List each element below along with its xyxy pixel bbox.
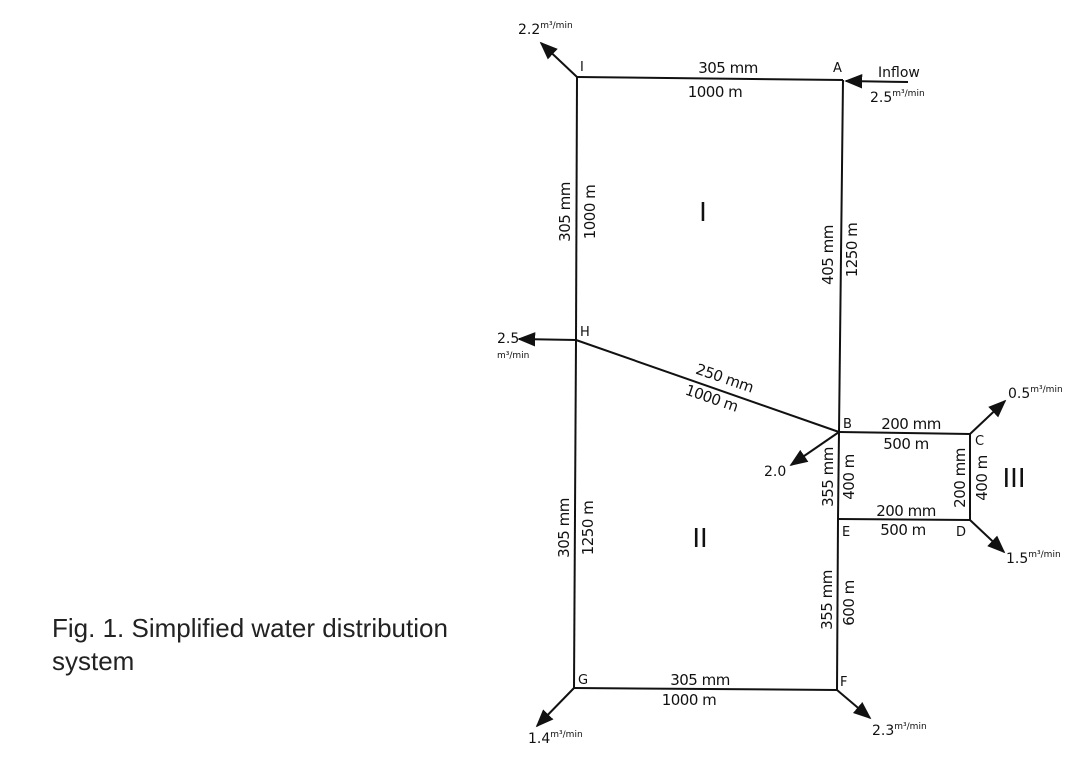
inflow-arrow (844, 74, 909, 89)
pipe-label-ED-diameter: 200 mm (876, 502, 936, 520)
pipe-E-D (837, 518, 971, 521)
pipe-label-CD-diameter: 200 mm (951, 448, 969, 508)
node-label-A: A (833, 61, 842, 76)
node-label-G: G (578, 673, 588, 688)
pipe-label-GF-length: 1000 m (662, 691, 717, 709)
pipe-A-B (838, 79, 844, 433)
node-label-E: E (842, 525, 850, 540)
loop-label-one: I (699, 198, 707, 228)
pipe-label-IH-diameter: 305 mm (556, 182, 574, 242)
pipe-E-F (836, 518, 839, 691)
pipe-I-A (576, 76, 844, 81)
pipe-label-EF-length: 600 m (840, 580, 858, 626)
pipe-label-IA-length: 1000 m (688, 83, 743, 101)
demand-arrow-B (789, 431, 840, 467)
pipe-H-G (573, 339, 577, 689)
loop-label-two: II (692, 524, 707, 554)
demand-label-H: 2.5 (497, 331, 519, 347)
pipe-H-B (575, 339, 840, 433)
pipe-label-BC-length: 500 m (883, 435, 929, 453)
demand-unit-H: m³/min (497, 351, 529, 361)
pipe-label-CD-length: 400 m (973, 455, 991, 501)
node-label-B: B (843, 417, 852, 432)
demand-label-D: 1.5m³/min (1006, 550, 1061, 567)
pipe-label-IH-length: 1000 m (581, 185, 599, 240)
pipe-label-HG-length: 1250 m (579, 501, 597, 556)
inflow-label: Inflow (878, 65, 920, 81)
pipe-G-F (573, 687, 838, 691)
demand-label-I: 2.2m³/min (518, 21, 573, 38)
demand-label-C: 0.5m³/min (1008, 385, 1063, 402)
pipe-B-E (837, 431, 840, 520)
demand-arrow-D (969, 519, 1006, 554)
pipe-label-BE-diameter: 355 mm (819, 447, 837, 507)
pipe-B-C (838, 431, 971, 435)
pipe-label-EF-diameter: 355 mm (818, 570, 836, 630)
loop-label-three: III (1002, 464, 1025, 494)
demand-arrow-I (539, 41, 578, 78)
demand-arrow-G (535, 687, 575, 728)
pipe-I-H (575, 76, 578, 341)
pipe-label-HG-diameter: 305 mm (555, 498, 573, 558)
pipe-label-AB-diameter: 405 mm (819, 225, 837, 285)
demand-arrow-F (836, 689, 872, 720)
pipe-label-IA-diameter: 305 mm (698, 59, 758, 77)
pipe-label-BE-length: 400 m (840, 454, 858, 500)
node-label-C: C (975, 434, 984, 449)
demand-label-B: 2.0 (764, 464, 786, 480)
demand-label-G: 1.4m³/min (528, 730, 583, 747)
node-label-I: I (580, 60, 584, 75)
node-label-H: H (580, 325, 590, 340)
pipe-label-ED-length: 500 m (880, 521, 926, 539)
node-label-F: F (840, 675, 847, 690)
demand-label-F: 2.3m³/min (872, 722, 927, 739)
demand-arrow-C (969, 399, 1007, 435)
pipe-label-BC-diameter: 200 mm (881, 415, 941, 433)
pipe-label-GF-diameter: 305 mm (670, 671, 730, 689)
inflow-value-label: 2.5m³/min (870, 89, 925, 106)
demand-arrow-H (517, 332, 577, 347)
pipe-label-AB-length: 1250 m (843, 223, 861, 278)
node-label-D: D (956, 525, 966, 540)
figure-caption: Fig. 1. Simplified water distribution sy… (52, 613, 448, 676)
